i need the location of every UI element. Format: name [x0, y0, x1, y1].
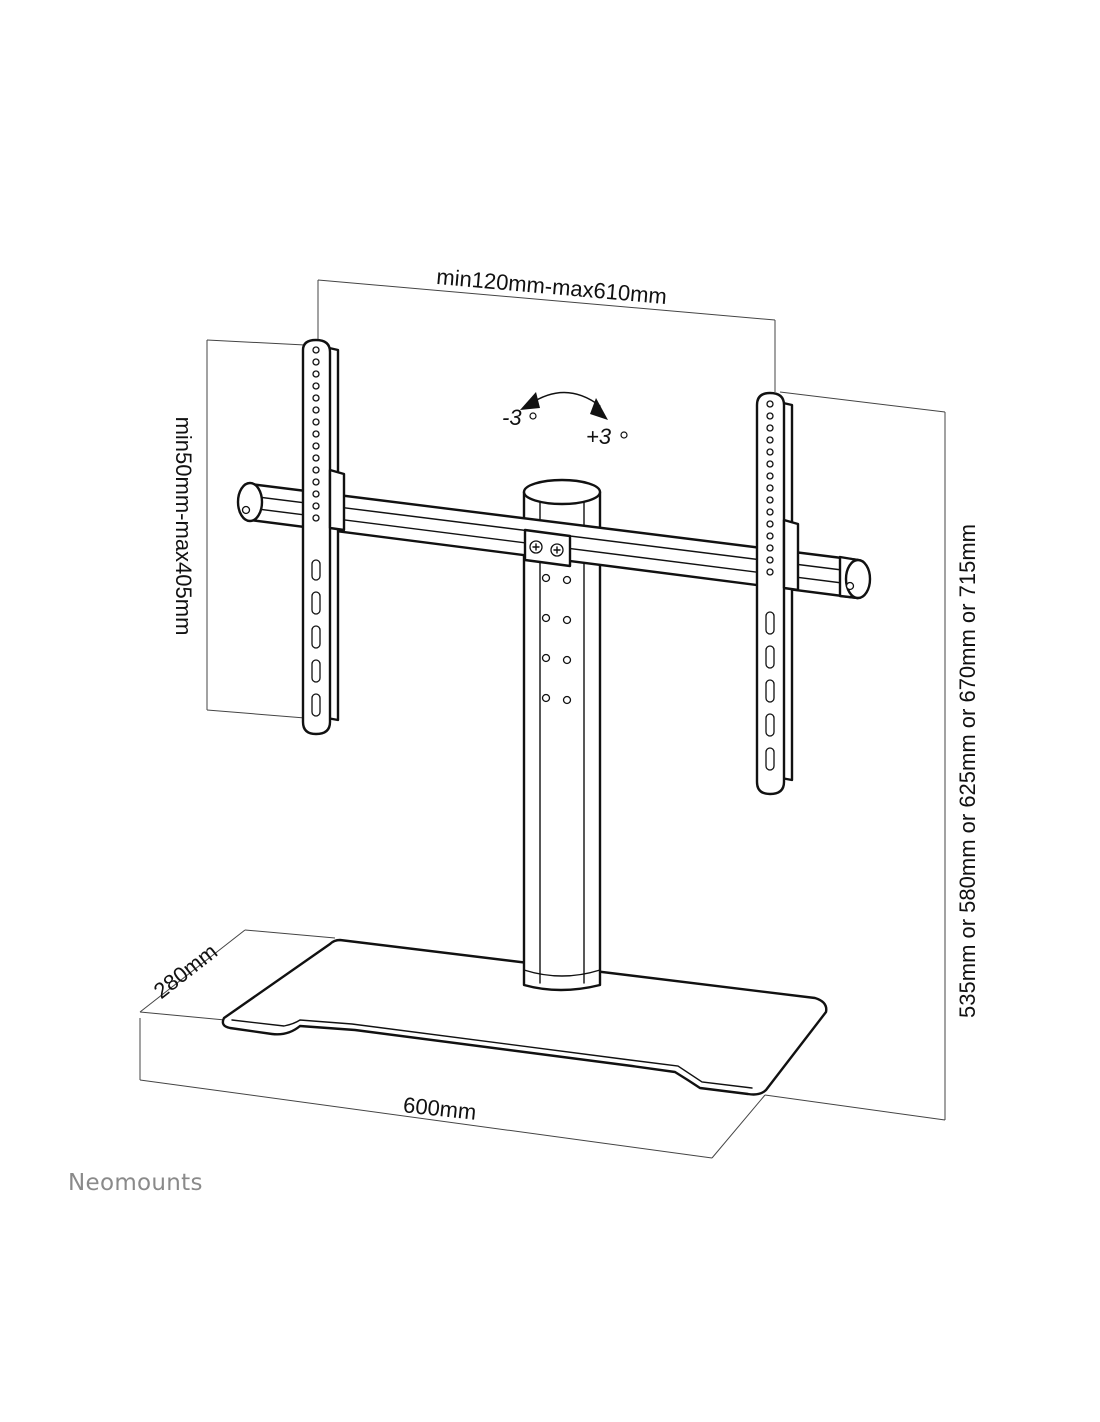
right-vesa-bracket: [755, 391, 800, 796]
degree-icon: [529, 412, 537, 420]
vesa-width-label: min120mm-max610mm: [435, 264, 667, 309]
vesa-height-label: min50mm-max405mm: [171, 417, 196, 636]
base-plate: [221, 938, 828, 1096]
degree-icon: [620, 431, 628, 439]
height-options-label: 535mm or 580mm or 625mm or 670mm or 715m…: [955, 524, 980, 1018]
tilt-arrow: [520, 391, 608, 420]
base-depth-label: 280mm: [149, 939, 222, 1004]
tilt-minus-label: -3: [502, 405, 522, 430]
column: [522, 478, 602, 992]
left-vesa-bracket: [301, 338, 346, 736]
tilt-plus-label: +3: [586, 424, 612, 449]
horizontal-bar: [236, 481, 872, 600]
dimension-lines: [139, 279, 946, 1159]
base-width-label: 600mm: [402, 1092, 478, 1125]
brand-logo: Neomounts: [68, 1170, 203, 1196]
